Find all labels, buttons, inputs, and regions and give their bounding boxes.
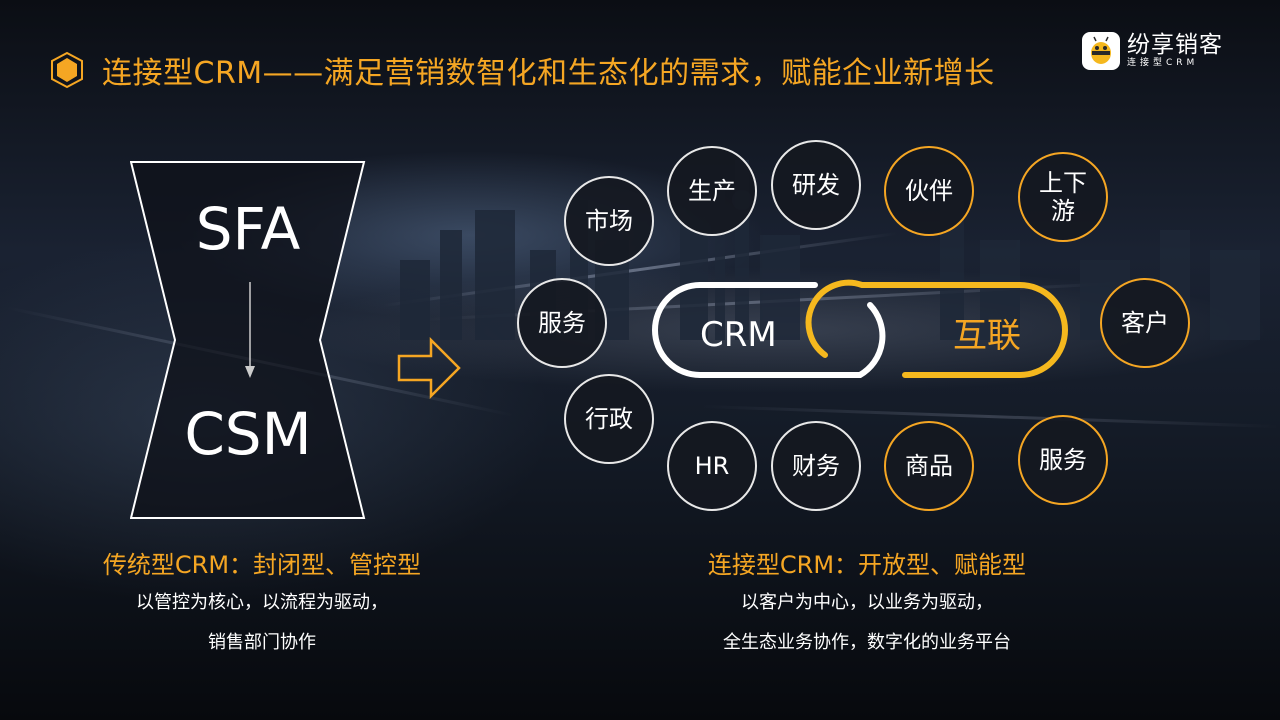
hourglass-frame xyxy=(130,161,366,519)
node-market: 市场 xyxy=(564,176,654,266)
node-service-internal: 服务 xyxy=(517,278,607,368)
csm-label: CSM xyxy=(184,400,312,468)
node-partner: 伙伴 xyxy=(884,146,974,236)
node-rnd: 研发 xyxy=(771,140,861,230)
node-upstream-downstream: 上下 游 xyxy=(1018,152,1108,242)
right-caption-line2: 全生态业务协作，数字化的业务平台 xyxy=(723,632,1011,653)
crm-label: CRM xyxy=(700,315,777,355)
left-caption: 传统型CRM：封闭型、管控型 以管控为核心，以流程为驱动， 销售部门协作 xyxy=(62,545,462,654)
right-arrow-icon xyxy=(397,336,461,400)
left-caption-line1: 以管控为核心，以流程为驱动， xyxy=(136,592,388,613)
right-caption-title: 连接型CRM：开放型、赋能型 xyxy=(707,551,1027,579)
node-production: 生产 xyxy=(667,146,757,236)
node-admin: 行政 xyxy=(564,374,654,464)
bee-mascot-icon xyxy=(1082,32,1120,70)
node-service-external: 服务 xyxy=(1018,415,1108,505)
crm-hulian-link xyxy=(652,279,1068,378)
node-finance: 财务 xyxy=(771,421,861,511)
right-caption-line1: 以客户为中心，以业务为驱动， xyxy=(741,592,993,613)
node-customer: 客户 xyxy=(1100,278,1190,368)
title-row: 连接型CRM——满足营销数智化和生态化的需求，赋能企业新增长 xyxy=(50,48,995,92)
brand-logo: 纷享销客 连接型CRM xyxy=(1082,32,1223,70)
hulian-label: 互联 xyxy=(953,316,1021,356)
node-product: 商品 xyxy=(884,421,974,511)
node-hr: HR xyxy=(667,421,757,511)
right-caption: 连接型CRM：开放型、赋能型 以客户为中心，以业务为驱动， 全生态业务协作，数字… xyxy=(662,545,1072,654)
left-caption-line2: 销售部门协作 xyxy=(208,632,316,653)
logo-name: 纷享销客 xyxy=(1127,32,1223,58)
hexagon-bullet-icon xyxy=(51,51,83,89)
page-title: 连接型CRM——满足营销数智化和生态化的需求，赋能企业新增长 xyxy=(102,56,995,91)
left-caption-title: 传统型CRM：封闭型、管控型 xyxy=(102,551,422,579)
sfa-label: SFA xyxy=(195,195,301,263)
logo-tagline: 连接型CRM xyxy=(1127,58,1199,68)
